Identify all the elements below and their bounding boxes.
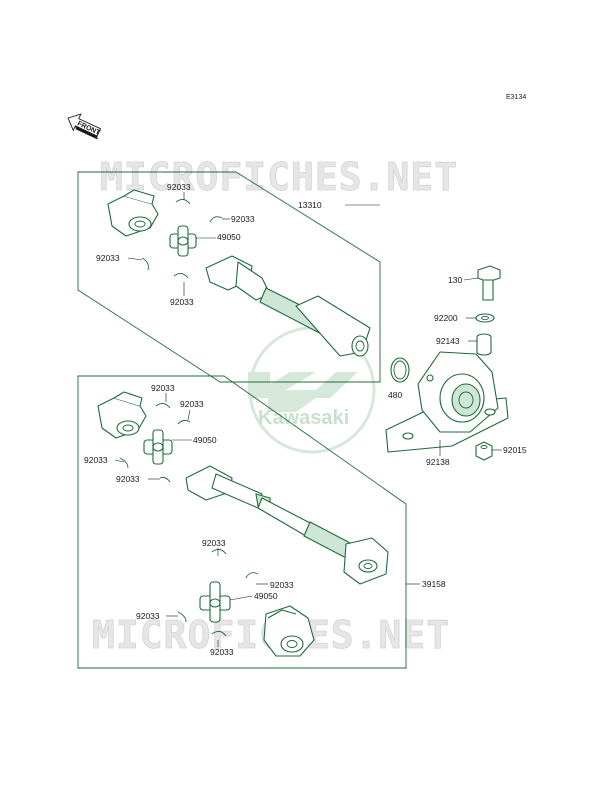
label-lower-92033-b: 92033: [180, 399, 204, 409]
clip-icon: [209, 216, 223, 223]
label-upper-49050: 49050: [217, 232, 241, 242]
label-upper-92033-b: 92033: [231, 214, 255, 224]
label-upper-92033-d: 92033: [170, 297, 194, 307]
assembly-box-39158: [77, 375, 407, 669]
upper-yoke: [107, 189, 159, 237]
upper-spider: [169, 225, 197, 257]
diagram-code: E3134: [506, 94, 526, 101]
kawasaki-k-mark-icon: [248, 372, 358, 412]
front-arrow-icon: FRONT: [67, 113, 102, 140]
label-92143: 92143: [436, 336, 460, 346]
label-lower-92033-g: 92033: [136, 611, 160, 621]
label-480: 480: [388, 390, 402, 400]
label-lower-49050-a: 49050: [193, 435, 217, 445]
clip-icon: [245, 572, 259, 579]
lower-yoke-rear: [263, 605, 315, 657]
label-lower-92033-f: 92033: [270, 580, 294, 590]
watermark-top: MICROFICHES.NET: [100, 155, 458, 199]
clip-icon: [177, 419, 191, 425]
label-lower-92033-a: 92033: [151, 383, 175, 393]
bearing-housing-92138: [385, 351, 509, 453]
label-13310: 13310: [298, 200, 322, 210]
lower-shaft: [185, 465, 389, 585]
label-upper-92033-a: 92033: [167, 182, 191, 192]
label-92200: 92200: [434, 313, 458, 323]
label-lower-92033-h: 92033: [210, 647, 234, 657]
clip-icon: [211, 549, 227, 555]
assembly-box-13310: [77, 171, 381, 383]
label-39158: 39158: [422, 579, 446, 589]
label-lower-92033-e: 92033: [202, 538, 226, 548]
label-upper-92033-c: 92033: [96, 253, 120, 263]
clip-icon: [211, 631, 227, 637]
nut-92015: [475, 441, 493, 461]
label-92138: 92138: [426, 457, 450, 467]
ring-480: [390, 357, 410, 383]
label-130: 130: [448, 275, 462, 285]
washer-92200: [475, 313, 495, 323]
bolt-130: [477, 265, 501, 301]
lower-spider-a: [143, 429, 173, 465]
clip-icon: [177, 611, 187, 623]
lower-yoke-front: [97, 391, 147, 439]
lower-spider-b: [199, 581, 231, 623]
label-92015: 92015: [503, 445, 527, 455]
clip-icon: [159, 477, 171, 483]
clip-icon: [175, 199, 191, 205]
label-lower-92033-c: 92033: [84, 455, 108, 465]
logo-wordmark: Kawasaki: [258, 407, 349, 429]
clip-icon: [119, 457, 129, 469]
upper-shaft: [205, 255, 371, 357]
clip-icon: [141, 257, 149, 271]
label-lower-92033-d: 92033: [116, 474, 140, 484]
clip-icon: [155, 403, 171, 409]
clip-icon: [173, 273, 189, 279]
label-lower-49050-b: 49050: [254, 591, 278, 601]
collar-92143: [476, 333, 492, 356]
